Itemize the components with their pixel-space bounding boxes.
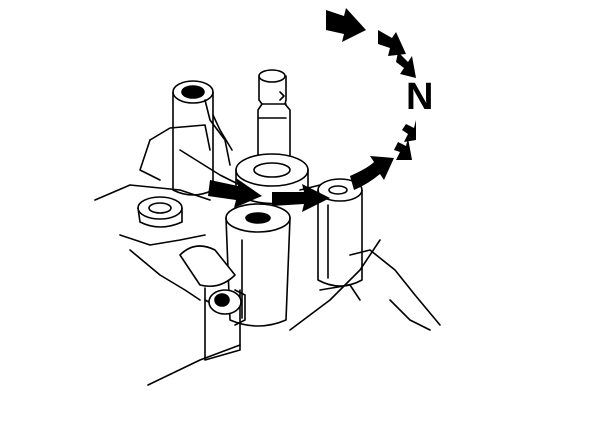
central-shaft <box>257 69 291 170</box>
front-post <box>225 203 291 327</box>
rotation-arrows <box>326 8 416 190</box>
rotation-arrow-icon-4 <box>402 120 416 142</box>
rotation-arrow-icon-5 <box>394 138 412 160</box>
right-arrow-icon <box>272 184 330 212</box>
rotation-arrow-icon-1 <box>326 8 366 42</box>
rotation-label: N <box>406 76 434 118</box>
left-arrow-icon <box>208 178 262 208</box>
right-post <box>317 178 363 287</box>
rotation-arrow-icon-2 <box>378 30 406 56</box>
rotation-arrow-icon-6 <box>350 156 394 190</box>
left-post <box>172 80 233 196</box>
left-ring <box>137 196 183 228</box>
rotation-arrow-icon-3 <box>396 52 416 78</box>
bolt-assembly <box>179 245 246 361</box>
